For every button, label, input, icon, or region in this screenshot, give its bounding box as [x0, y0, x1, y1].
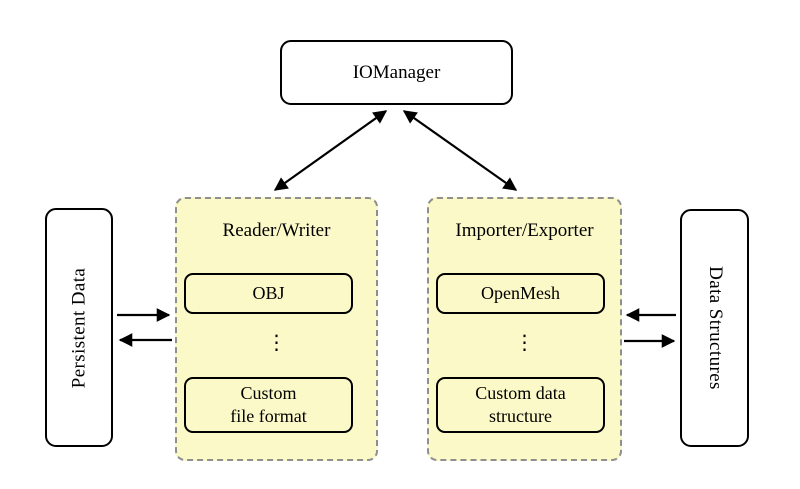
panel-reader-writer-label: Reader/Writer [222, 220, 331, 241]
custom-data-structure-line1: Custom data [475, 382, 566, 403]
custom-file-format-line2: file format [230, 406, 307, 426]
openmesh-label: OpenMesh [481, 282, 560, 303]
data-structures-label: Data Structures [704, 266, 726, 390]
node-custom-data-structure: Custom data structure [436, 377, 605, 433]
node-data-structures: Data Structures [680, 209, 749, 447]
node-openmesh: OpenMesh [436, 273, 605, 314]
panel-reader-writer: Reader/Writer OBJ ⋮ Custom file format [175, 197, 378, 461]
node-persistent-data: Persistent Data [45, 208, 113, 447]
custom-data-structure-line2: structure [489, 406, 552, 426]
vertical-ellipsis-icon: ⋮ [514, 330, 535, 354]
obj-label: OBJ [252, 282, 285, 303]
custom-file-format-line1: Custom [240, 382, 297, 403]
node-obj: OBJ [184, 273, 353, 314]
iomanager-label: IOManager [352, 61, 441, 83]
arrow-iomanager-reader-writer [273, 110, 388, 191]
node-custom-file-format: Custom file format [184, 377, 353, 433]
panel-importer-exporter-label: Importer/Exporter [455, 220, 594, 241]
vertical-ellipsis-icon: ⋮ [266, 330, 287, 354]
node-iomanager: IOManager [280, 40, 513, 105]
panel-importer-exporter: Importer/Exporter OpenMesh ⋮ Custom data… [427, 197, 622, 461]
arrow-iomanager-importer-exporter [402, 110, 518, 191]
persistent-data-label: Persistent Data [68, 267, 90, 388]
